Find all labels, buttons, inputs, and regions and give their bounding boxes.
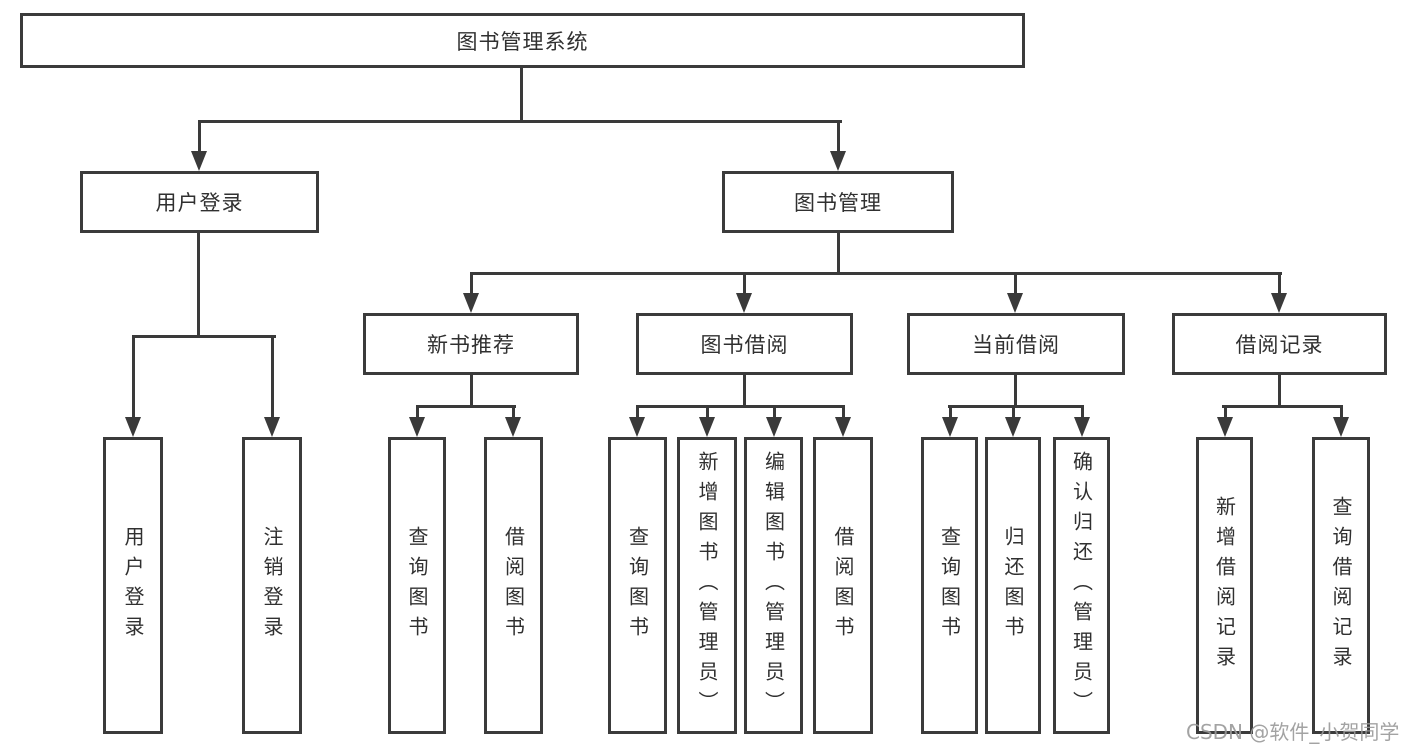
arrowhead-down-icon [830,151,846,171]
arrowhead-down-icon [1005,417,1021,437]
node-current-query-books: 查询图书 [921,437,978,734]
arrowhead-down-icon [1271,293,1287,313]
connector-line [520,68,523,123]
connector-arrow-shaft [842,405,845,420]
connector-arrow-shaft [837,120,840,154]
arrowhead-down-icon [736,293,752,313]
node-borrowing-edit-books-admin: 编辑图书（管理员） [744,437,803,734]
node-user-login: 用户登录 [103,437,163,734]
node-logout-label: 注销登录 [260,525,284,646]
arrowhead-down-icon [191,151,207,171]
connector-line [1278,375,1281,407]
arrowhead-down-icon [942,417,958,437]
connector-line [1222,405,1343,408]
node-user-login-group: 用户登录 [80,171,319,233]
connector-arrow-shaft [773,405,776,420]
arrowhead-down-icon [835,417,851,437]
connector-arrow-shaft [1081,405,1084,420]
arrowhead-down-icon [125,417,141,437]
node-book-borrowing: 图书借阅 [636,313,853,375]
node-borrowing-query-books: 查询图书 [608,437,667,734]
connector-arrow-shaft [132,335,135,420]
connector-arrow-shaft [706,405,709,420]
connector-line [197,233,200,337]
arrowhead-down-icon [1333,417,1349,437]
node-current-confirm-return-admin: 确认归还（管理员） [1053,437,1110,734]
connector-line [948,405,1084,408]
node-borrowing-edit-books-admin-label: 编辑图书（管理员） [761,450,786,721]
connector-arrow-shaft [743,272,746,296]
connector-arrow-shaft [1224,405,1227,420]
node-logout: 注销登录 [242,437,302,734]
node-borrowing-query-books-label: 查询图书 [625,525,650,646]
node-borrowing-records: 借阅记录 [1172,313,1387,375]
arrowhead-down-icon [505,417,521,437]
connector-line [636,405,845,408]
connector-line [198,120,842,123]
node-current-query-books-label: 查询图书 [937,525,962,646]
connector-line [1014,375,1017,407]
node-recommend-borrow-books: 借阅图书 [484,437,543,734]
node-records-query-borrow-record: 查询借阅记录 [1312,437,1370,734]
connector-arrow-shaft [416,405,419,420]
arrowhead-down-icon [409,417,425,437]
node-user-login-label: 用户登录 [121,525,145,646]
node-borrowing-add-books-admin-label: 新增图书（管理员） [695,450,719,721]
connector-line [416,405,516,408]
connector-line [470,272,1282,275]
node-borrowing-records-label: 借阅记录 [1235,333,1324,357]
connector-arrow-shaft [198,120,201,154]
node-book-borrowing-label: 图书借阅 [700,333,789,357]
node-book-management: 图书管理 [722,171,954,233]
arrowhead-down-icon [264,417,280,437]
connector-line [743,375,746,407]
connector-arrow-shaft [1012,405,1015,420]
node-new-book-recommend: 新书推荐 [363,313,579,375]
node-current-confirm-return-admin-label: 确认归还（管理员） [1069,450,1094,721]
arrowhead-down-icon [766,417,782,437]
node-current-borrowing: 当前借阅 [907,313,1125,375]
arrowhead-down-icon [463,293,479,313]
node-borrowing-add-books-admin: 新增图书（管理员） [677,437,737,734]
connector-arrow-shaft [470,272,473,296]
connector-line [470,375,473,407]
arrowhead-down-icon [699,417,715,437]
connector-arrow-shaft [1278,272,1281,296]
connector-arrow-shaft [271,335,274,420]
node-new-book-recommend-label: 新书推荐 [427,333,515,357]
arrowhead-down-icon [629,417,645,437]
node-records-add-borrow-record-label: 新增借阅记录 [1212,495,1237,676]
connector-arrow-shaft [1340,405,1343,420]
connector-line [837,233,840,274]
arrowhead-down-icon [1007,293,1023,313]
node-recommend-query-books: 查询图书 [388,437,446,734]
connector-arrow-shaft [636,405,639,420]
node-borrowing-borrow-books-label: 借阅图书 [831,525,855,646]
node-library-management-system-label: 图书管理系统 [456,29,589,54]
watermark: CSDN @软件_小贺同学 [1186,720,1400,744]
node-current-borrowing-label: 当前借阅 [972,333,1060,357]
connector-arrow-shaft [1014,272,1017,296]
node-borrowing-borrow-books: 借阅图书 [813,437,873,734]
node-current-return-books-label: 归还图书 [1001,525,1025,646]
node-recommend-borrow-books-label: 借阅图书 [501,525,526,646]
connector-line [132,335,276,338]
node-recommend-query-books-label: 查询图书 [405,525,429,646]
node-library-management-system: 图书管理系统 [20,13,1025,68]
arrowhead-down-icon [1217,417,1233,437]
arrowhead-down-icon [1074,417,1090,437]
node-user-login-group-label: 用户登录 [155,191,244,215]
node-records-query-borrow-record-label: 查询借阅记录 [1329,495,1353,676]
node-book-management-label: 图书管理 [794,191,882,215]
node-records-add-borrow-record: 新增借阅记录 [1196,437,1253,734]
connector-arrow-shaft [512,405,515,420]
connector-arrow-shaft [949,405,952,420]
node-current-return-books: 归还图书 [985,437,1041,734]
